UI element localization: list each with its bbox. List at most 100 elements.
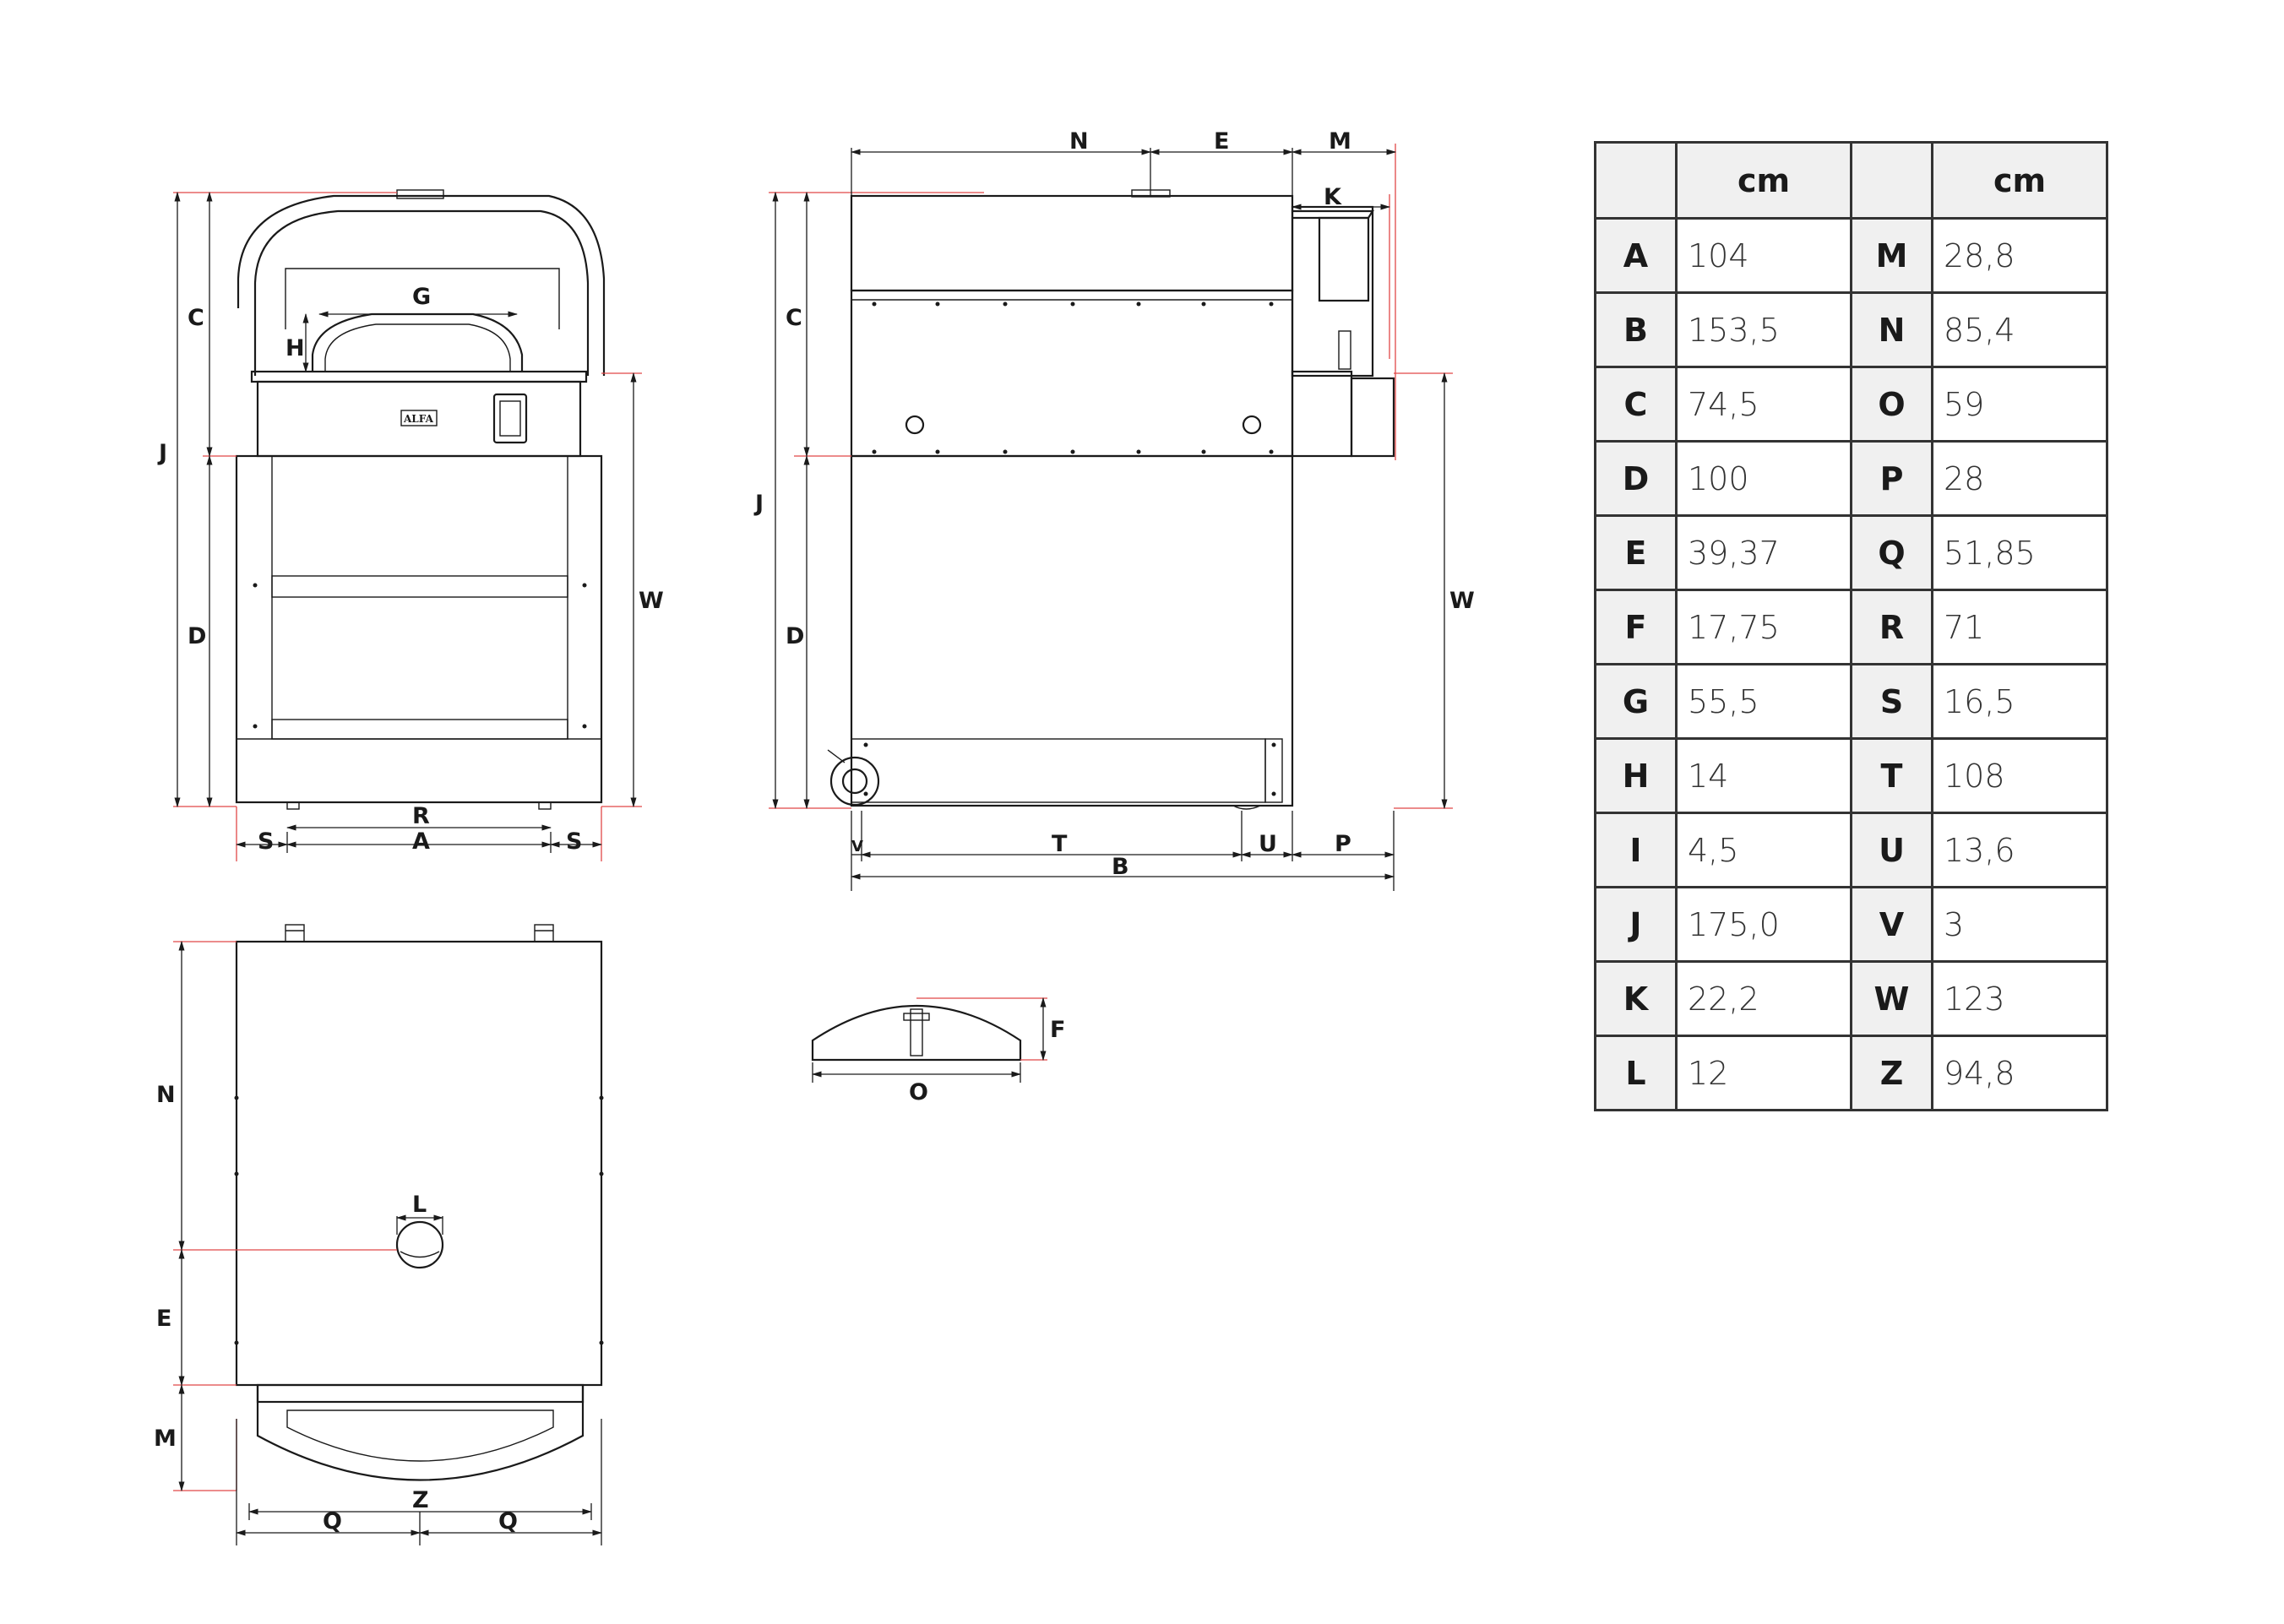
table-key-cell: V: [1850, 886, 1933, 963]
table-value-cell: 4,5: [1675, 812, 1852, 888]
table-value-cell: 28,8: [1931, 217, 2108, 294]
table-key-cell: A: [1594, 217, 1678, 294]
table-value-cell: 3: [1931, 886, 2108, 963]
table-value-cell: 104: [1675, 217, 1852, 294]
dim-label-n-side: N: [1069, 128, 1089, 155]
table-value-cell: 100: [1675, 440, 1852, 517]
side-view: N E M K J C D W V T U P B: [753, 128, 1475, 891]
dim-label-l: L: [412, 1192, 427, 1218]
table-key-cell: T: [1850, 737, 1933, 814]
dim-label-w-side: W: [1449, 588, 1475, 614]
dim-label-m-side: M: [1329, 128, 1351, 155]
dim-label-j: J: [157, 440, 167, 466]
table-key-cell: G: [1594, 663, 1678, 740]
dim-label-c-side: C: [786, 305, 802, 331]
table-value-cell: 22,2: [1675, 960, 1852, 1037]
dim-label-t: T: [1052, 831, 1068, 857]
table-key-cell: C: [1594, 366, 1678, 443]
table-key-cell: H: [1594, 737, 1678, 814]
dim-label-e-side: E: [1214, 128, 1229, 155]
dim-label-v: V: [851, 838, 863, 855]
table-key-cell: P: [1850, 440, 1933, 517]
table-value-cell: 85,4: [1931, 291, 2108, 368]
dim-label-d-side: D: [786, 623, 804, 649]
table-value-cell: 13,6: [1931, 812, 2108, 888]
dim-label-z: Z: [412, 1487, 429, 1513]
table-value-cell: 55,5: [1675, 663, 1852, 740]
table-header-blank: [1594, 141, 1678, 220]
table-key-cell: S: [1850, 663, 1933, 740]
table-key-cell: U: [1850, 812, 1933, 888]
dim-label-u: U: [1259, 831, 1277, 857]
table-value-cell: 28: [1931, 440, 2108, 517]
dim-label-m-top: M: [154, 1426, 177, 1452]
dim-label-h: H: [286, 335, 305, 361]
table-value-cell: 71: [1931, 589, 2108, 665]
dim-label-b: B: [1112, 854, 1129, 880]
dim-label-d: D: [188, 623, 206, 649]
table-value-cell: 74,5: [1675, 366, 1852, 443]
table-value-cell: 123: [1931, 960, 2108, 1037]
table-key-cell: F: [1594, 589, 1678, 665]
table-header-row: cm cm: [1594, 141, 2108, 220]
table-key-cell: R: [1850, 589, 1933, 665]
dim-label-g: G: [412, 284, 431, 310]
table-value-cell: 108: [1931, 737, 2108, 814]
table-value-cell: 175,0: [1675, 886, 1852, 963]
table-key-cell: B: [1594, 291, 1678, 368]
dim-label-w: W: [639, 588, 664, 614]
dim-label-f: F: [1050, 1017, 1065, 1043]
table-key-cell: L: [1594, 1035, 1678, 1111]
table-key-cell: I: [1594, 812, 1678, 888]
dim-label-q-right: Q: [498, 1508, 518, 1534]
table-value-cell: 59: [1931, 366, 2108, 443]
dim-label-s-left: S: [258, 828, 274, 855]
front-view: ALFA J C D W G: [157, 189, 664, 861]
dim-label-q-left: Q: [323, 1508, 342, 1534]
dim-label-p: P: [1335, 831, 1351, 857]
table-key-cell: J: [1594, 886, 1678, 963]
dim-label-k: K: [1324, 184, 1342, 210]
table-value-cell: 39,37: [1675, 514, 1852, 591]
table-value-cell: 17,75: [1675, 589, 1852, 665]
dim-label-r: R: [412, 803, 430, 829]
table-header-unit: cm: [1675, 141, 1852, 220]
dim-label-s-right: S: [566, 828, 582, 855]
dim-label-c: C: [188, 305, 204, 331]
table-key-cell: M: [1850, 217, 1933, 294]
table-key-cell: W: [1850, 960, 1933, 1037]
table-header-unit: cm: [1931, 141, 2108, 220]
table-key-cell: N: [1850, 291, 1933, 368]
dim-label-j-side: J: [753, 491, 764, 517]
brand-logo: ALFA: [403, 413, 434, 425]
table-key-cell: O: [1850, 366, 1933, 443]
table-key-cell: K: [1594, 960, 1678, 1037]
table-key-cell: E: [1594, 514, 1678, 591]
table-value-cell: 51,85: [1931, 514, 2108, 591]
table-value-cell: 12: [1675, 1035, 1852, 1111]
table-value-cell: 153,5: [1675, 291, 1852, 368]
dim-label-o: O: [909, 1079, 928, 1105]
top-view: N E M L Z Q Q: [154, 924, 604, 1545]
dim-label-e-top: E: [156, 1306, 171, 1332]
table-key-cell: Q: [1850, 514, 1933, 591]
dim-label-a: A: [412, 828, 430, 855]
table-key-cell: D: [1594, 440, 1678, 517]
table-value-cell: 16,5: [1931, 663, 2108, 740]
table-key-cell: Z: [1850, 1035, 1933, 1111]
table-value-cell: 14: [1675, 737, 1852, 814]
